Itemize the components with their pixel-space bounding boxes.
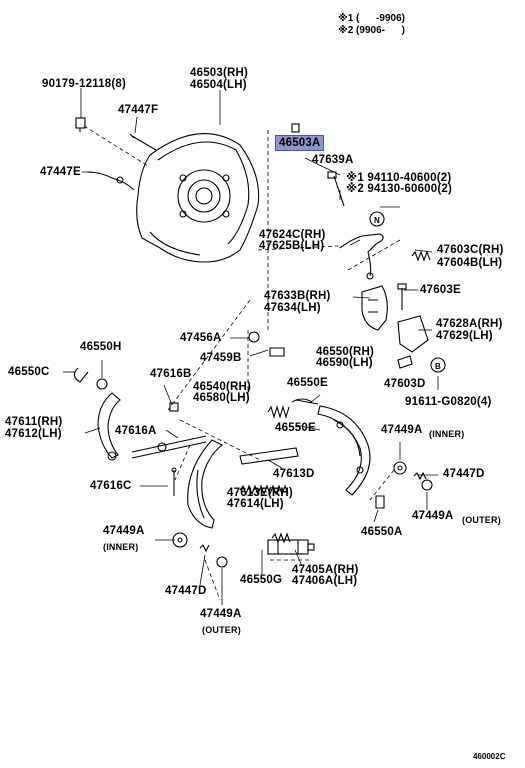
callout-b-letter: B bbox=[435, 362, 441, 371]
adjuster-lever bbox=[339, 233, 384, 277]
part-label-47628a[interactable]: 47628A(RH) bbox=[436, 318, 503, 330]
parking-lever bbox=[97, 392, 121, 459]
part-label-47613e[interactable]: 47613E(RH) bbox=[227, 487, 293, 499]
spring-46550g bbox=[271, 532, 291, 544]
part-label-47447e[interactable]: 47447E bbox=[40, 166, 81, 178]
part-label-47613d[interactable]: 47613D bbox=[273, 468, 315, 480]
part-label-47456a[interactable]: 47456A bbox=[180, 332, 222, 344]
callout-circle-b bbox=[430, 357, 446, 373]
wheel-cylinder bbox=[267, 539, 315, 555]
bracket-47628a bbox=[397, 315, 429, 353]
callout-circle-n bbox=[369, 211, 385, 227]
part-label-46580[interactable]: 46580(LH) bbox=[193, 392, 250, 404]
part-label-94130[interactable]: ※2 94130-60600(2) bbox=[346, 183, 453, 195]
part-label-47447d-right[interactable]: 47447D bbox=[443, 468, 485, 480]
part-label-47405a[interactable]: 47405A(RH) bbox=[292, 564, 359, 576]
part-label-46550[interactable]: 46550(RH) bbox=[316, 346, 375, 358]
part-label-47459b[interactable]: 47459B bbox=[200, 352, 242, 364]
part-label-47449a-inner-left[interactable]: 47449A bbox=[103, 525, 145, 537]
outer-note-left: (OUTER) bbox=[202, 625, 241, 635]
part-label-47603d[interactable]: 47603D bbox=[384, 378, 426, 390]
return-spring-lower bbox=[239, 484, 289, 496]
part-label-46550a[interactable]: 46550A bbox=[361, 526, 403, 538]
part-label-47604b[interactable]: 47604B(LH) bbox=[437, 257, 503, 269]
part-label-47639a[interactable]: 47639A bbox=[312, 154, 354, 166]
part-label-47629[interactable]: 47629(LH) bbox=[436, 330, 493, 342]
part-label-47634[interactable]: 47634(LH) bbox=[264, 302, 321, 314]
strut-plate bbox=[361, 285, 388, 331]
bolt-90179 bbox=[75, 117, 86, 132]
callout-n-letter: N bbox=[374, 216, 380, 225]
part-label-47612[interactable]: 47612(LH) bbox=[5, 428, 62, 440]
inner-note-left: (INNER) bbox=[103, 542, 139, 552]
inner-note-right: (INNER) bbox=[429, 429, 465, 439]
outer-note-right: (OUTER) bbox=[462, 515, 501, 525]
backing-plate bbox=[136, 133, 260, 263]
part-label-46550c[interactable]: 46550C bbox=[8, 366, 50, 378]
note-2: ※2 (9906- ) bbox=[338, 25, 405, 36]
part-label-47447f[interactable]: 47447F bbox=[118, 104, 159, 116]
brake-shoe-left bbox=[187, 439, 224, 529]
note-1: ※1 ( -9906) bbox=[338, 13, 405, 24]
part-label-47449a-inner-right[interactable]: 47449A bbox=[381, 424, 423, 436]
part-label-47633b[interactable]: 47633B(RH) bbox=[264, 290, 331, 302]
part-label-47603c[interactable]: 47603C(RH) bbox=[437, 244, 504, 256]
part-label-47603e[interactable]: 47603E bbox=[420, 284, 461, 296]
part-label-47614[interactable]: 47614(LH) bbox=[227, 498, 284, 510]
part-label-47616c[interactable]: 47616C bbox=[90, 480, 132, 492]
part-label-46550e-lower[interactable]: 46550E bbox=[275, 422, 316, 434]
part-label-46550g[interactable]: 46550G bbox=[240, 574, 283, 586]
return-spring-upper bbox=[267, 405, 290, 419]
adjusting-strut bbox=[131, 435, 207, 459]
part-label-46503a-highlighted[interactable]: 46503A bbox=[275, 135, 325, 151]
part-label-46503[interactable]: 46503(RH) bbox=[190, 67, 249, 79]
diagram-code: 460002C bbox=[473, 752, 506, 761]
adjuster-spring bbox=[411, 250, 431, 262]
part-label-46504[interactable]: 46504(LH) bbox=[190, 79, 247, 91]
part-label-47616b[interactable]: 47616B bbox=[150, 368, 192, 380]
part-label-46540[interactable]: 46540(RH) bbox=[193, 381, 252, 393]
part-label-47449a-outer-left[interactable]: 47449A bbox=[200, 608, 242, 620]
part-label-91611-g0820[interactable]: 91611-G0820(4) bbox=[405, 396, 492, 408]
part-label-46550h[interactable]: 46550H bbox=[80, 341, 122, 353]
part-label-90179-12118[interactable]: 90179-12118(8) bbox=[42, 78, 127, 90]
part-label-47447d-left[interactable]: 47447D bbox=[165, 585, 207, 597]
brake-shoe-right bbox=[317, 405, 371, 496]
part-label-47616a[interactable]: 47616A bbox=[115, 425, 157, 437]
supersession-notes: ※1 ( -9906)※2 (9906- ) bbox=[338, 13, 405, 37]
part-label-46590[interactable]: 46590(LH) bbox=[316, 357, 373, 369]
cable-bracket bbox=[87, 171, 135, 191]
part-label-47449a-outer-right[interactable]: 47449A bbox=[412, 510, 454, 522]
part-label-46550e-upper[interactable]: 46550E bbox=[287, 377, 328, 389]
part-label-47611[interactable]: 47611(RH) bbox=[5, 416, 63, 428]
part-label-47406a[interactable]: 47406A(LH) bbox=[292, 575, 358, 587]
part-label-47624c[interactable]: 47624C(RH) bbox=[259, 229, 326, 241]
part-label-94110[interactable]: ※1 94110-40600(2) bbox=[346, 172, 452, 184]
part-label-47625b[interactable]: 47625B(LH) bbox=[259, 240, 325, 252]
